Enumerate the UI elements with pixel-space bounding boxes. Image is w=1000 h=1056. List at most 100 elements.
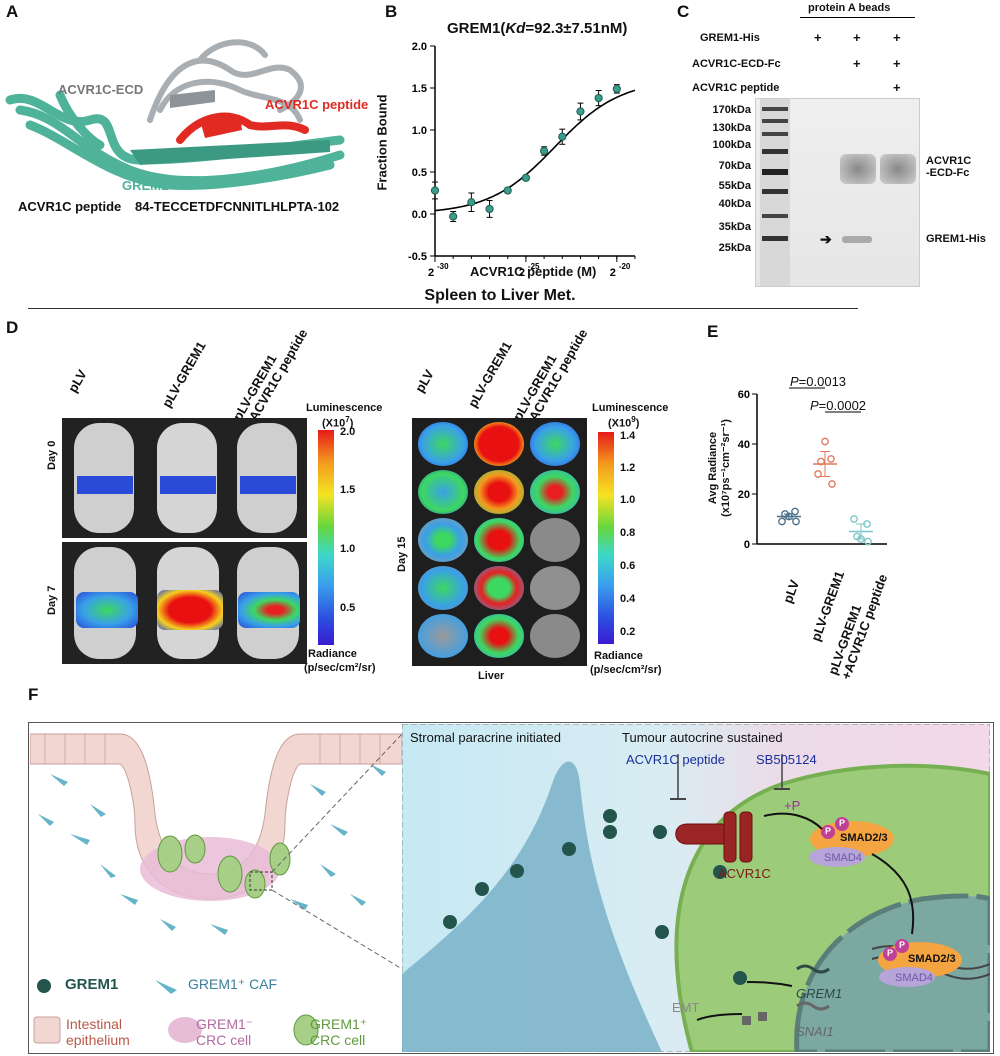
tick: 1.0 [340, 543, 356, 555]
phospho-label: P [899, 940, 906, 950]
legend-neg-crc: GREM1⁻CRC cell [196, 1016, 254, 1048]
legend-icons [33, 979, 319, 1046]
dot-ylabel: Avg Radiance(x10⁷ps⁻¹cm⁻²sr⁻¹) [707, 419, 732, 517]
data-point [467, 198, 476, 207]
tick: 0.5 [340, 602, 356, 614]
scale2-title: Luminescence [592, 402, 669, 414]
beads-underline [800, 17, 915, 18]
y-tick-label: 60 [738, 389, 750, 401]
y-tick-label: 20 [738, 489, 750, 501]
scale1-colorbar [318, 430, 334, 645]
phospho-label: P [887, 948, 894, 958]
stromal-label: Stromal paracrine initiated [410, 730, 562, 745]
band-grem-label: GREM1-His [926, 233, 986, 245]
data-point [503, 186, 512, 195]
data-point [792, 517, 800, 526]
fit-curve [434, 89, 636, 212]
data-point [594, 93, 603, 103]
panel-label-e: E [707, 322, 719, 341]
group-label: pLV-GREM1 +ACVR1C peptide [509, 326, 591, 430]
panel-label-d: D [6, 318, 19, 337]
legend-grem1: GREM1 [65, 976, 119, 993]
data-point [576, 107, 585, 116]
smad23-label-1: SMAD2/3 [840, 832, 888, 844]
row-acvr1c-ecd: ACVR1C-ECD-Fc [692, 58, 781, 70]
mark: + [814, 30, 822, 45]
scale1-unit: (X107) [322, 415, 354, 430]
tumour-label: Tumour autocrine sustained [622, 730, 783, 745]
y-tick-label: 0.5 [412, 167, 427, 179]
tick: 0.4 [620, 593, 636, 605]
x-tick-label: 2 [428, 267, 434, 279]
data-point [853, 532, 861, 541]
mark: + [893, 56, 901, 71]
dot-ylabel-wrap: Avg Radiance(x10⁷ps⁻¹cm⁻²sr⁻¹) [705, 400, 735, 550]
data-point [864, 537, 872, 546]
mouse-image-day7 [62, 542, 307, 664]
group-label: pLV-GREM1 [159, 338, 209, 410]
crypt-illustration [30, 733, 402, 969]
tick: 0.2 [620, 626, 636, 638]
tick: 1.5 [340, 484, 356, 496]
data-point [791, 507, 799, 516]
pvalue-1: P=0.0013 [790, 374, 847, 389]
pos-crc-icon [293, 1014, 319, 1046]
data-point [430, 186, 440, 195]
row-grem1-his: GREM1-His [700, 32, 760, 44]
data-point [449, 212, 458, 221]
x-tick-label: 2 [519, 267, 525, 279]
data-point [485, 204, 494, 214]
peptide-label: ACVR1C peptide [265, 97, 369, 112]
pvalue-2: P=0.0002 [810, 398, 867, 413]
binding-chart-title: GREM1(Kd=92.3±7.51nM) [447, 20, 628, 37]
scale1-radiance: Radiance [308, 648, 357, 660]
mechanism-illustration [402, 724, 990, 1052]
data-point [828, 480, 836, 488]
scale2-colorbar [598, 432, 614, 644]
emt-label: EMT [672, 1000, 700, 1015]
group-label: pLV [412, 367, 437, 395]
data-point [814, 470, 822, 478]
scale2-radiance: Radiance [594, 650, 643, 662]
data-point [827, 455, 835, 463]
beads-header: protein A beads [808, 2, 891, 14]
smad4-label-2: SMAD4 [895, 972, 933, 984]
inhibitor-sb-label: SB505124 [756, 752, 817, 767]
panel-label-f: F [28, 685, 39, 704]
ecd-label: ACVR1C-ECD [58, 82, 144, 97]
scale2-radiance-unit: (p/sec/cm²/sr) [590, 664, 662, 676]
scale1-title: Luminescence [306, 402, 383, 414]
x-tick-label: 2 [610, 267, 616, 279]
panel-label-a: A [6, 2, 19, 21]
section-title: Spleen to Liver Met. [424, 287, 576, 304]
panel-label-b: B [385, 2, 398, 21]
group-label: pLV-GREM1 [465, 338, 515, 410]
day7-label: Day 7 [46, 585, 58, 615]
x-tick-exponent: -30 [437, 262, 449, 271]
section-divider [28, 308, 858, 309]
data-point [558, 132, 567, 141]
mark: + [853, 30, 861, 45]
mouse-image-day0 [62, 418, 307, 538]
day15-label: Day 15 [396, 536, 408, 572]
y-tick-label: 1.5 [412, 83, 427, 95]
group-label: pLV [65, 367, 90, 395]
tick: 2.0 [340, 426, 356, 438]
mark: + [893, 80, 901, 95]
scale2-unit: (X109) [608, 415, 640, 430]
scale1-radiance-unit: (p/sec/cm²/sr) [304, 662, 376, 674]
y-tick-label: -0.5 [408, 251, 427, 263]
y-tick-label: 0.0 [412, 209, 427, 221]
mark: + [893, 30, 901, 45]
sequence-name: ACVR1C peptide [18, 199, 122, 214]
binding-ylabel: Fraction Bound [374, 94, 390, 191]
data-point [521, 173, 531, 182]
grem1-gene-label: GREM1 [796, 986, 843, 1001]
neg-crc-icon [168, 1017, 202, 1043]
grem1-label: GREM1 [122, 178, 169, 193]
row-acvr1c-peptide: ACVR1C peptide [692, 82, 780, 94]
y-tick-label: 40 [738, 439, 750, 451]
data-point [539, 146, 549, 156]
